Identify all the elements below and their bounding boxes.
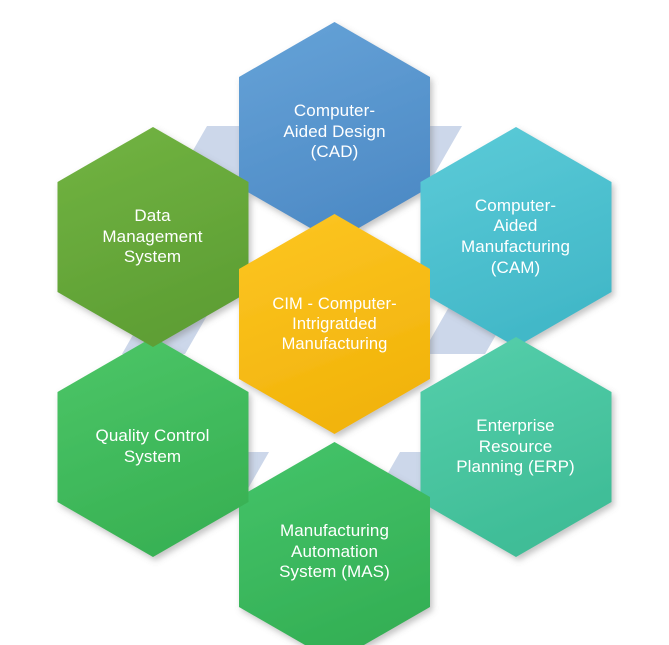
node-label-cad[interactable]: Computer-Aided Design(CAD) xyxy=(239,22,430,242)
hexagon-qcs[interactable] xyxy=(57,337,249,557)
hexagon-cad[interactable] xyxy=(239,22,430,242)
hexagon-mas[interactable] xyxy=(239,442,430,645)
hexagon-erp[interactable] xyxy=(420,337,612,557)
hexagon-cam[interactable] xyxy=(420,127,612,347)
hexagon-cad-text: Computer-Aided Design(CAD) xyxy=(283,100,386,162)
hexagon-cim-center[interactable] xyxy=(239,214,430,434)
hexagon-group xyxy=(57,22,612,645)
hexagon-dms[interactable] xyxy=(57,127,249,347)
